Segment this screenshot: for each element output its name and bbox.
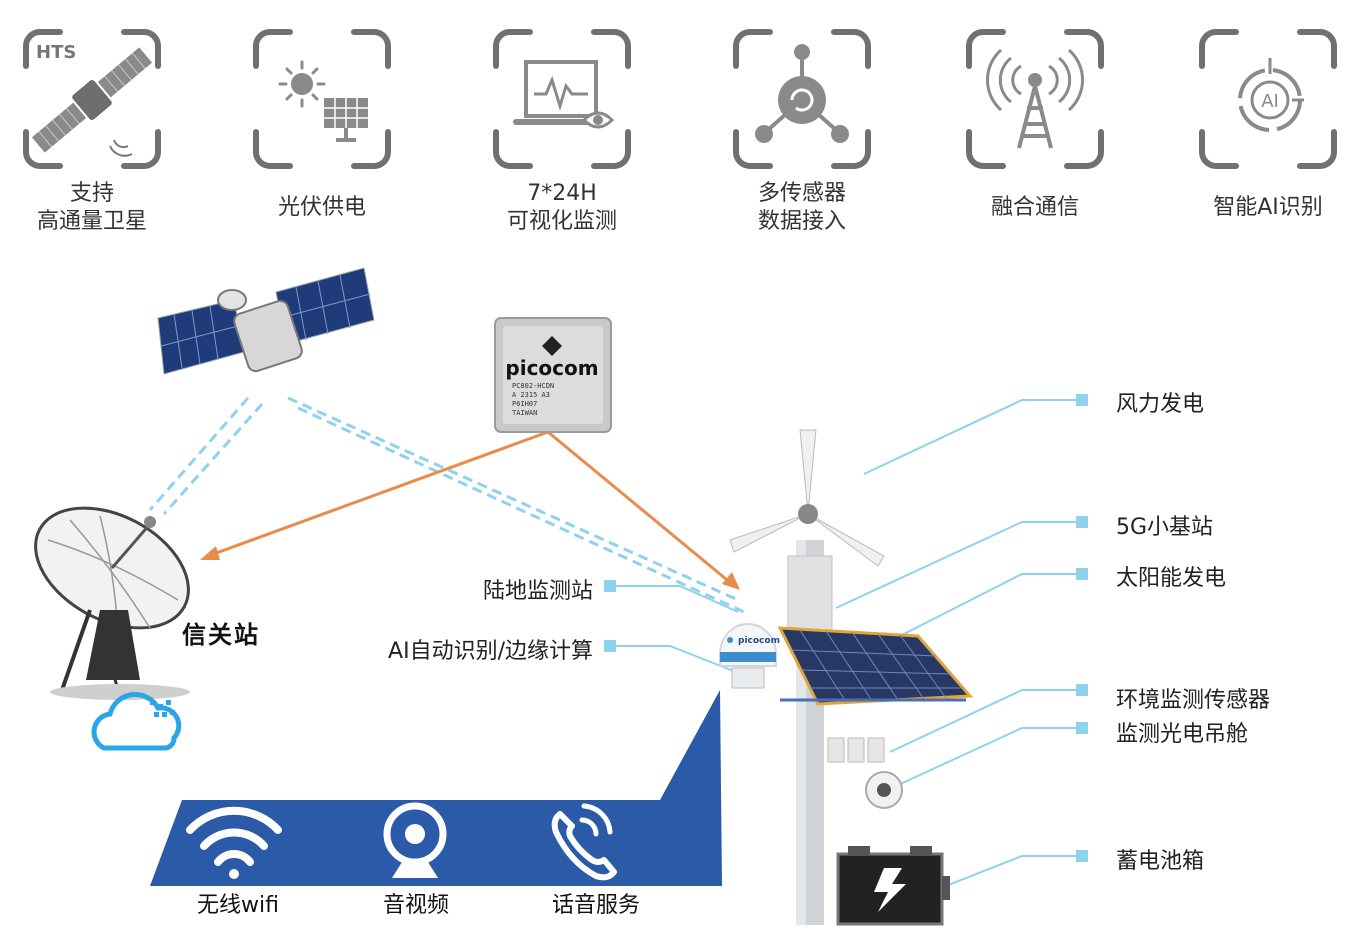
hts-badge: HTS [36, 42, 76, 63]
feature-frame [492, 28, 632, 170]
satellite-links [148, 396, 745, 614]
service-label-voice: 话音服务 [551, 893, 640, 918]
sensor-hub-icon [733, 29, 871, 169]
gateway-label: 信关站 [182, 621, 260, 649]
svg-text:P6IH07: P6IH07 [512, 400, 537, 408]
ai-badge: AI [1261, 91, 1279, 112]
battery-box [836, 846, 950, 926]
webcam-icon [383, 802, 447, 878]
service-label-av: 音视频 [382, 893, 449, 918]
callout-leaders [610, 399, 1082, 905]
svg-text:TAIWAN: TAIWAN [512, 409, 537, 417]
feature-label: 多传感器 数据接入 [757, 181, 846, 234]
callout-battery: 蓄电池箱 [1116, 849, 1205, 874]
wifi-icon [186, 806, 282, 879]
svg-text:A 2315 A3: A 2315 A3 [512, 391, 550, 399]
callout-land-station: 陆地监测站 [482, 579, 593, 604]
feature-frame [732, 28, 872, 170]
wind-turbine [729, 429, 885, 567]
feature-solar: 光伏供电 [232, 28, 412, 222]
dome-antenna: picocom [719, 623, 780, 689]
feature-label: 智能AI识别 [1213, 195, 1323, 220]
gateway-dish [34, 506, 190, 700]
feature-label: 7*24H 可视化监测 [506, 181, 617, 234]
monitoring-station: picocom [719, 429, 974, 926]
hts-satellite-icon: HTS [23, 29, 161, 169]
feature-sensors: 多传感器 数据接入 [712, 28, 892, 236]
callout-5g: 5G小基站 [1116, 515, 1214, 540]
feature-frame: HTS [22, 28, 162, 170]
feature-frame [252, 28, 392, 170]
callout-solar: 太阳能发电 [1116, 566, 1227, 591]
feature-comms: 融合通信 [945, 28, 1125, 222]
feature-label: 光伏供电 [277, 195, 366, 220]
callout-camera-pod: 监测光电吊舱 [1116, 722, 1249, 747]
phone-icon [551, 803, 617, 881]
picocom-chip: picocom PC802-HCDN A 2315 A3 P6IH07 TAIW… [494, 317, 612, 433]
feature-hts: HTS 支持 高通量卫星 [2, 28, 182, 236]
chip-links [200, 430, 740, 590]
env-sensors [827, 737, 885, 763]
signal-tower-icon [966, 29, 1104, 169]
feature-frame: AI [1198, 28, 1338, 170]
service-label-wifi: 无线wifi [197, 893, 279, 918]
camera-pod [865, 771, 903, 809]
feature-monitor: 7*24H 可视化监测 [472, 28, 652, 236]
feature-frame [965, 28, 1105, 170]
ai-target-icon: AI [1199, 29, 1337, 169]
solar-panel [777, 626, 974, 706]
callout-env-sensor: 环境监测传感器 [1116, 688, 1271, 713]
feature-label: 支持 高通量卫星 [36, 181, 147, 234]
dome-brand: picocom [738, 636, 780, 646]
svg-text:PC802-HCDN: PC802-HCDN [512, 382, 554, 390]
satellite-illustration [157, 267, 375, 375]
callout-wind: 风力发电 [1116, 392, 1205, 417]
callout-ai-edge: AI自动识别/边缘计算 [388, 639, 593, 664]
callout-markers [604, 394, 1088, 862]
chip-brand: picocom [505, 356, 598, 380]
cloud-icon [91, 691, 182, 751]
monitor-eye-icon [493, 29, 631, 169]
solar-power-icon [253, 29, 391, 169]
feature-label: 融合通信 [990, 195, 1079, 220]
feature-ai: AI 智能AI识别 [1178, 28, 1349, 222]
service-banner [150, 690, 722, 886]
